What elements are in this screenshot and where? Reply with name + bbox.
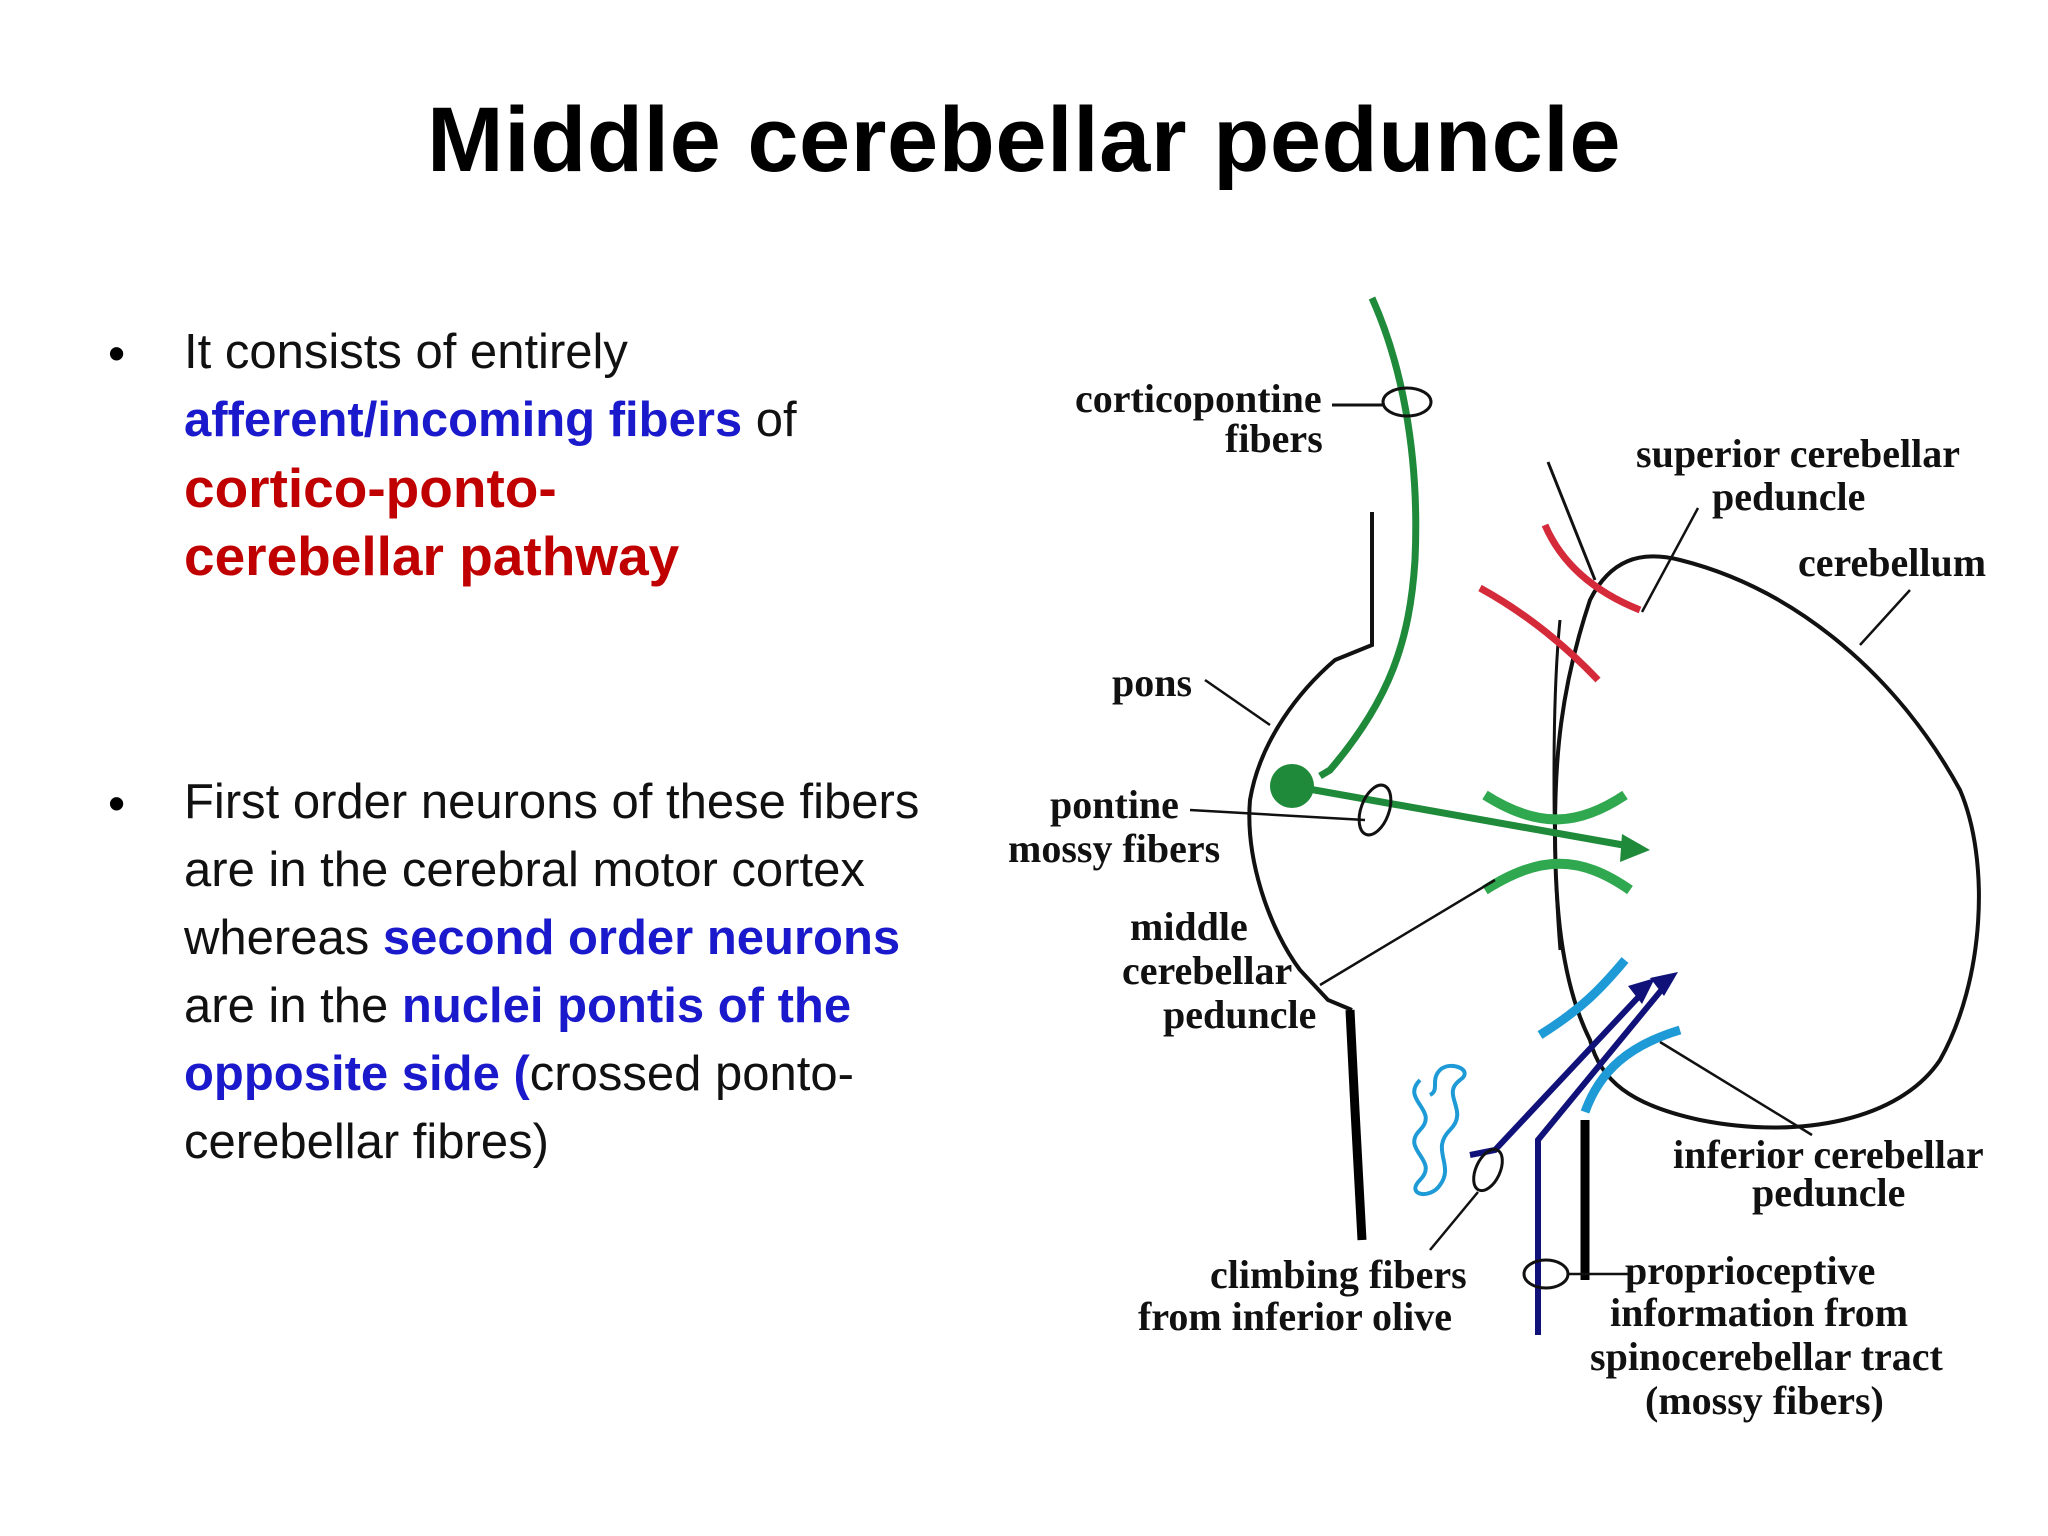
label-climbing-fibers: climbing fibers (1210, 1252, 1467, 1297)
label-inferior-peduncle-2: peduncle (1752, 1170, 1905, 1215)
label-mossy-fibers-2: (mossy fibers) (1645, 1378, 1884, 1423)
bullet-text-2: First order neurons of these fibers are … (184, 768, 944, 1176)
bullet2-second-order-highlight: second order neurons (382, 911, 901, 965)
label-inferior-peduncle: inferior cerebellar (1673, 1132, 1984, 1177)
bullet2-text-are-in: are in the (184, 979, 402, 1033)
cerebellum-leader (1859, 589, 1911, 646)
label-pontine: pontine (1050, 782, 1179, 827)
pontine-fiber-marker (1357, 783, 1393, 837)
bullet2-nuclei-pontis-highlight: nuclei pontis of the opposite side (184, 979, 852, 1101)
superior-peduncle-tract (1546, 461, 1597, 581)
bullet-marker-1: • (108, 327, 126, 381)
proprioceptive-marker (1522, 1258, 1570, 1290)
superior-peduncle-arc-1 (1478, 584, 1601, 683)
pontine-fiber-arrowhead (1620, 834, 1650, 862)
label-cerebellum: cerebellum (1798, 540, 1986, 585)
label-inferior-olive: from inferior olive (1138, 1294, 1452, 1339)
label-proprioceptive: proprioceptive (1625, 1248, 1875, 1293)
climbing-fiber-arrowhead (1628, 978, 1655, 1004)
pontine-leader (1189, 808, 1366, 822)
bullet-marker-2: • (108, 777, 126, 831)
label-superior-peduncle-2: peduncle (1712, 474, 1865, 519)
label-middle-cerebellar: cerebellar (1122, 948, 1292, 993)
spinocerebellar-arrowhead (1650, 972, 1678, 996)
inferior-olive-shape (1412, 1063, 1467, 1197)
middle-peduncle-upper-arc (1482, 790, 1628, 825)
label-information-from: information from (1610, 1290, 1908, 1335)
middle-peduncle-lower-arc (1482, 858, 1633, 895)
middle-leader (1319, 878, 1496, 987)
label-superior-peduncle: superior cerebellar (1636, 431, 1960, 476)
spinocerebellar-fiber-path (1535, 980, 1671, 1335)
inferior-peduncle-arc-2 (1580, 1025, 1682, 1114)
label-corticopontine-fibers: fibers (1225, 416, 1323, 461)
climbing-fiber-marker (1472, 1147, 1504, 1193)
label-pons: pons (1112, 660, 1192, 705)
superior-peduncle-arc-2 (1541, 523, 1642, 614)
pons-leader (1204, 678, 1271, 727)
pontine-mossy-fiber (1291, 782, 1641, 852)
bullet1-pathway-highlight: cortico-ponto- cerebellar pathway (184, 457, 680, 587)
bullet1-afferent-highlight: afferent/incoming fibers (184, 393, 743, 447)
superior-leader (1640, 507, 1700, 613)
bullet-text-1: It consists of entirely afferent/incomin… (184, 318, 944, 593)
medulla-line (1345, 1009, 1367, 1241)
cerebellum-inner-line (1552, 619, 1562, 951)
inferior-leader (1659, 1040, 1813, 1137)
inferior-peduncle-arc-1 (1537, 957, 1629, 1039)
climbing-leader (1429, 1191, 1479, 1251)
label-corticopontine: corticopontine (1075, 376, 1322, 421)
bullet2-text-plain: First order neurons of these fibers are … (184, 775, 920, 965)
corticopontine-marker (1381, 386, 1433, 418)
bullet2-crossed-text: crossed ponto- cerebellar fibres) (184, 1047, 854, 1169)
slide-title: Middle cerebellar peduncle (426, 89, 1622, 191)
climbing-fiber-path (1469, 987, 1648, 1158)
bullet2-paren: ( (499, 1047, 530, 1101)
bullet1-text-of: of (742, 393, 797, 447)
corticopontine-fiber (1318, 296, 1420, 780)
label-mossy-fibers: mossy fibers (1008, 826, 1220, 871)
label-middle-peduncle: peduncle (1163, 992, 1316, 1037)
pons-outline (1247, 512, 1374, 1012)
label-spinocerebellar: spinocerebellar tract (1590, 1334, 1944, 1379)
bullet1-text-plain: It consists of entirely (184, 325, 628, 379)
label-middle: middle (1130, 904, 1248, 949)
